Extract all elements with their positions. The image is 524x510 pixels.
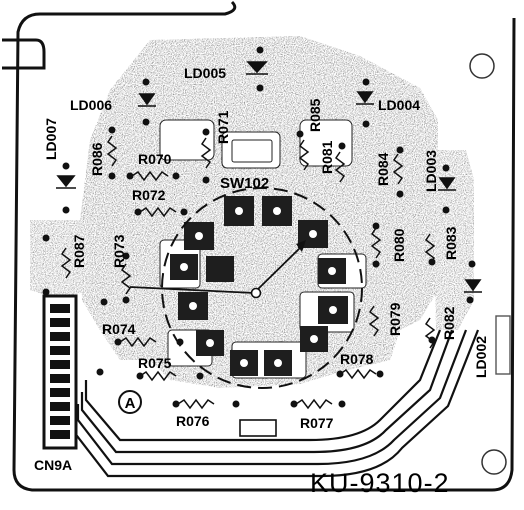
switch-travel-circle bbox=[161, 187, 363, 389]
connector-label: CN9A bbox=[34, 457, 72, 473]
resistor-label-r078: R078 bbox=[340, 351, 374, 367]
slot-cutout bbox=[495, 315, 511, 375]
connector-pins bbox=[50, 304, 70, 439]
led-label-ld005: LD005 bbox=[184, 65, 226, 81]
resistor-label-r081: R081 bbox=[319, 140, 335, 174]
board-outline bbox=[2, 0, 516, 492]
bottom-pad bbox=[239, 419, 277, 437]
led-label-ld007: LD007 bbox=[43, 118, 59, 160]
resistor-label-r072: R072 bbox=[132, 187, 166, 203]
switch-lever-arrow bbox=[296, 240, 306, 252]
via-holes bbox=[42, 46, 476, 408]
resistor-label-r086: R086 bbox=[89, 142, 105, 176]
resistor-label-r087: R087 bbox=[71, 234, 87, 268]
resistor-label-r075: R075 bbox=[138, 355, 172, 371]
resistor-label-r085: R085 bbox=[307, 98, 323, 132]
edge-traces bbox=[72, 329, 480, 478]
resistor-label-r070: R070 bbox=[138, 151, 172, 167]
resistor-label-r082: R082 bbox=[441, 306, 457, 340]
pads bbox=[170, 196, 348, 376]
switch-label: SW102 bbox=[220, 175, 269, 192]
resistor-label-r084: R084 bbox=[375, 152, 391, 186]
led-symbols bbox=[56, 61, 482, 293]
marker-circle bbox=[118, 390, 142, 414]
mounting-hole-bottom bbox=[481, 449, 507, 475]
resistor-label-r071: R071 bbox=[215, 110, 231, 144]
marker-label: A bbox=[125, 395, 136, 412]
resistor-label-r079: R079 bbox=[387, 302, 403, 336]
board-id-label: KU-9310-2 bbox=[310, 468, 450, 498]
switch-pivot bbox=[250, 287, 262, 299]
led-label-ld006: LD006 bbox=[70, 97, 112, 113]
resistor-label-r074: R074 bbox=[102, 321, 136, 337]
resistor-label-r073: R073 bbox=[111, 234, 127, 268]
resistor-label-r083: R083 bbox=[443, 226, 459, 260]
led-label-ld002: LD002 bbox=[473, 336, 489, 378]
mounting-hole-top bbox=[469, 53, 495, 79]
resistor-label-r080: R080 bbox=[391, 228, 407, 262]
led-label-ld004: LD004 bbox=[378, 97, 420, 113]
pad-holes bbox=[180, 207, 337, 367]
resistor-symbols bbox=[60, 135, 436, 410]
led-label-ld003: LD003 bbox=[423, 150, 439, 192]
resistor-label-r076: R076 bbox=[176, 413, 210, 429]
resistor-label-r077: R077 bbox=[300, 415, 334, 431]
